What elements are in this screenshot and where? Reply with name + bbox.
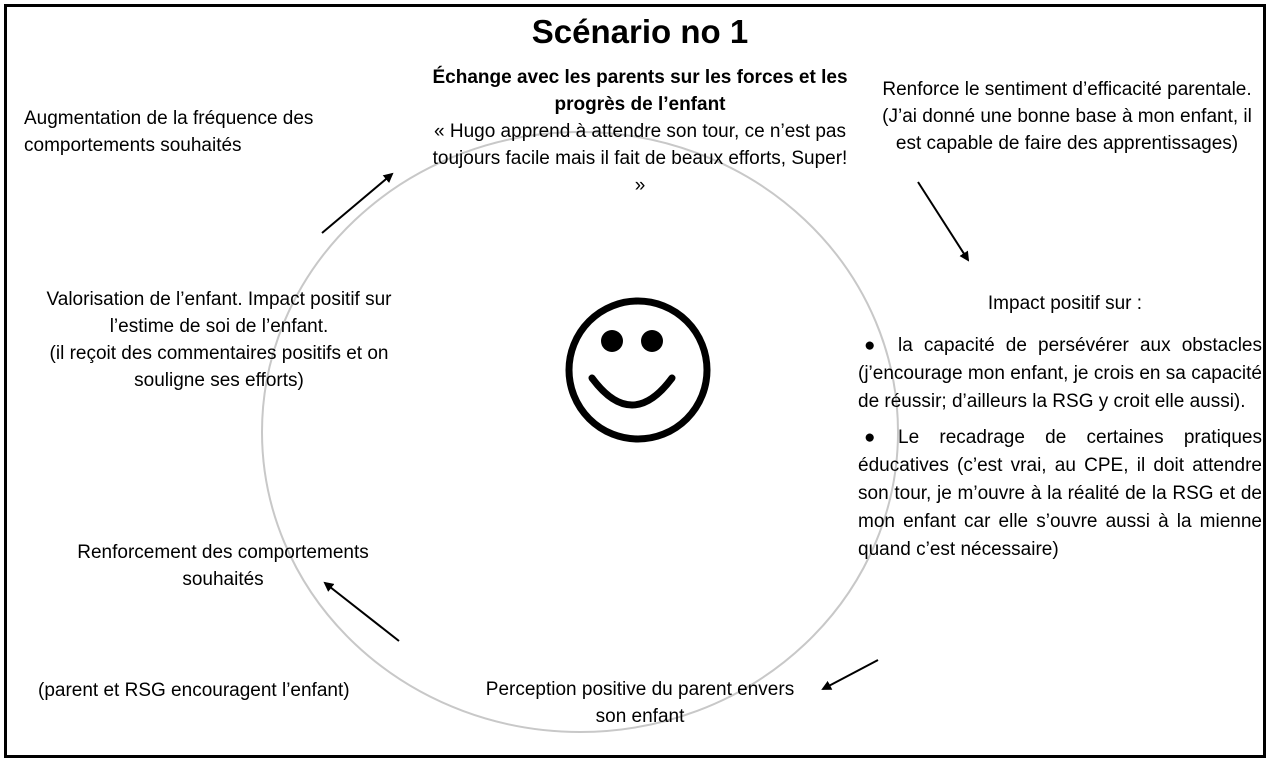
arrow-bottom-right bbox=[821, 659, 879, 690]
arrow-top-left bbox=[321, 172, 394, 234]
bullet-text: la capacité de persévérer aux obstacles … bbox=[858, 335, 1262, 412]
top-node-quote: « Hugo apprend à attendre son tour, ce n… bbox=[432, 121, 848, 196]
smiley-face-icon bbox=[565, 297, 711, 443]
left-lower-node: Renforcement des comportements souhaités bbox=[77, 542, 369, 590]
cycle-circle bbox=[261, 131, 899, 733]
list-item: ●Le recadrage de certaines pratiques édu… bbox=[858, 424, 1262, 564]
top-right-node-line2: (J’ai donné une bonne base à mon enfant,… bbox=[882, 106, 1252, 154]
arrow-bottom-left bbox=[323, 581, 400, 642]
top-node-subtitle: Échange avec les parents sur les forces … bbox=[432, 67, 848, 115]
top-right-node-line1: Renforce le sentiment d’efficacité paren… bbox=[882, 79, 1252, 100]
arrow-top-right bbox=[917, 181, 970, 262]
right-node-heading: Impact positif sur : bbox=[987, 293, 1143, 314]
left-middle-node-line2: (il reçoit des commentaires positifs et … bbox=[49, 343, 389, 391]
top-left-node: Augmentation de la fréquence des comport… bbox=[24, 108, 314, 156]
bottom-node: Perception positive du parent envers son… bbox=[485, 679, 795, 727]
left-middle-node: Valorisation de l’enfant. Impact positif… bbox=[24, 286, 414, 394]
right-node-bullets: ●la capacité de persévérer aux obstacles… bbox=[858, 332, 1262, 572]
left-middle-node-line1: Valorisation de l’enfant. Impact positif… bbox=[46, 289, 392, 337]
diagram-frame bbox=[4, 4, 1266, 758]
bullet-text: Le recadrage de certaines pratiques éduc… bbox=[858, 427, 1262, 560]
bullet-icon: ● bbox=[864, 427, 876, 448]
bottom-left-node: (parent et RSG encouragent l’enfant) bbox=[38, 680, 350, 701]
bullet-icon: ● bbox=[864, 335, 876, 356]
list-item: ●la capacité de persévérer aux obstacles… bbox=[858, 332, 1262, 416]
top-right-node: Renforce le sentiment d’efficacité paren… bbox=[868, 76, 1266, 157]
diagram-title: Scénario no 1 bbox=[531, 13, 749, 50]
